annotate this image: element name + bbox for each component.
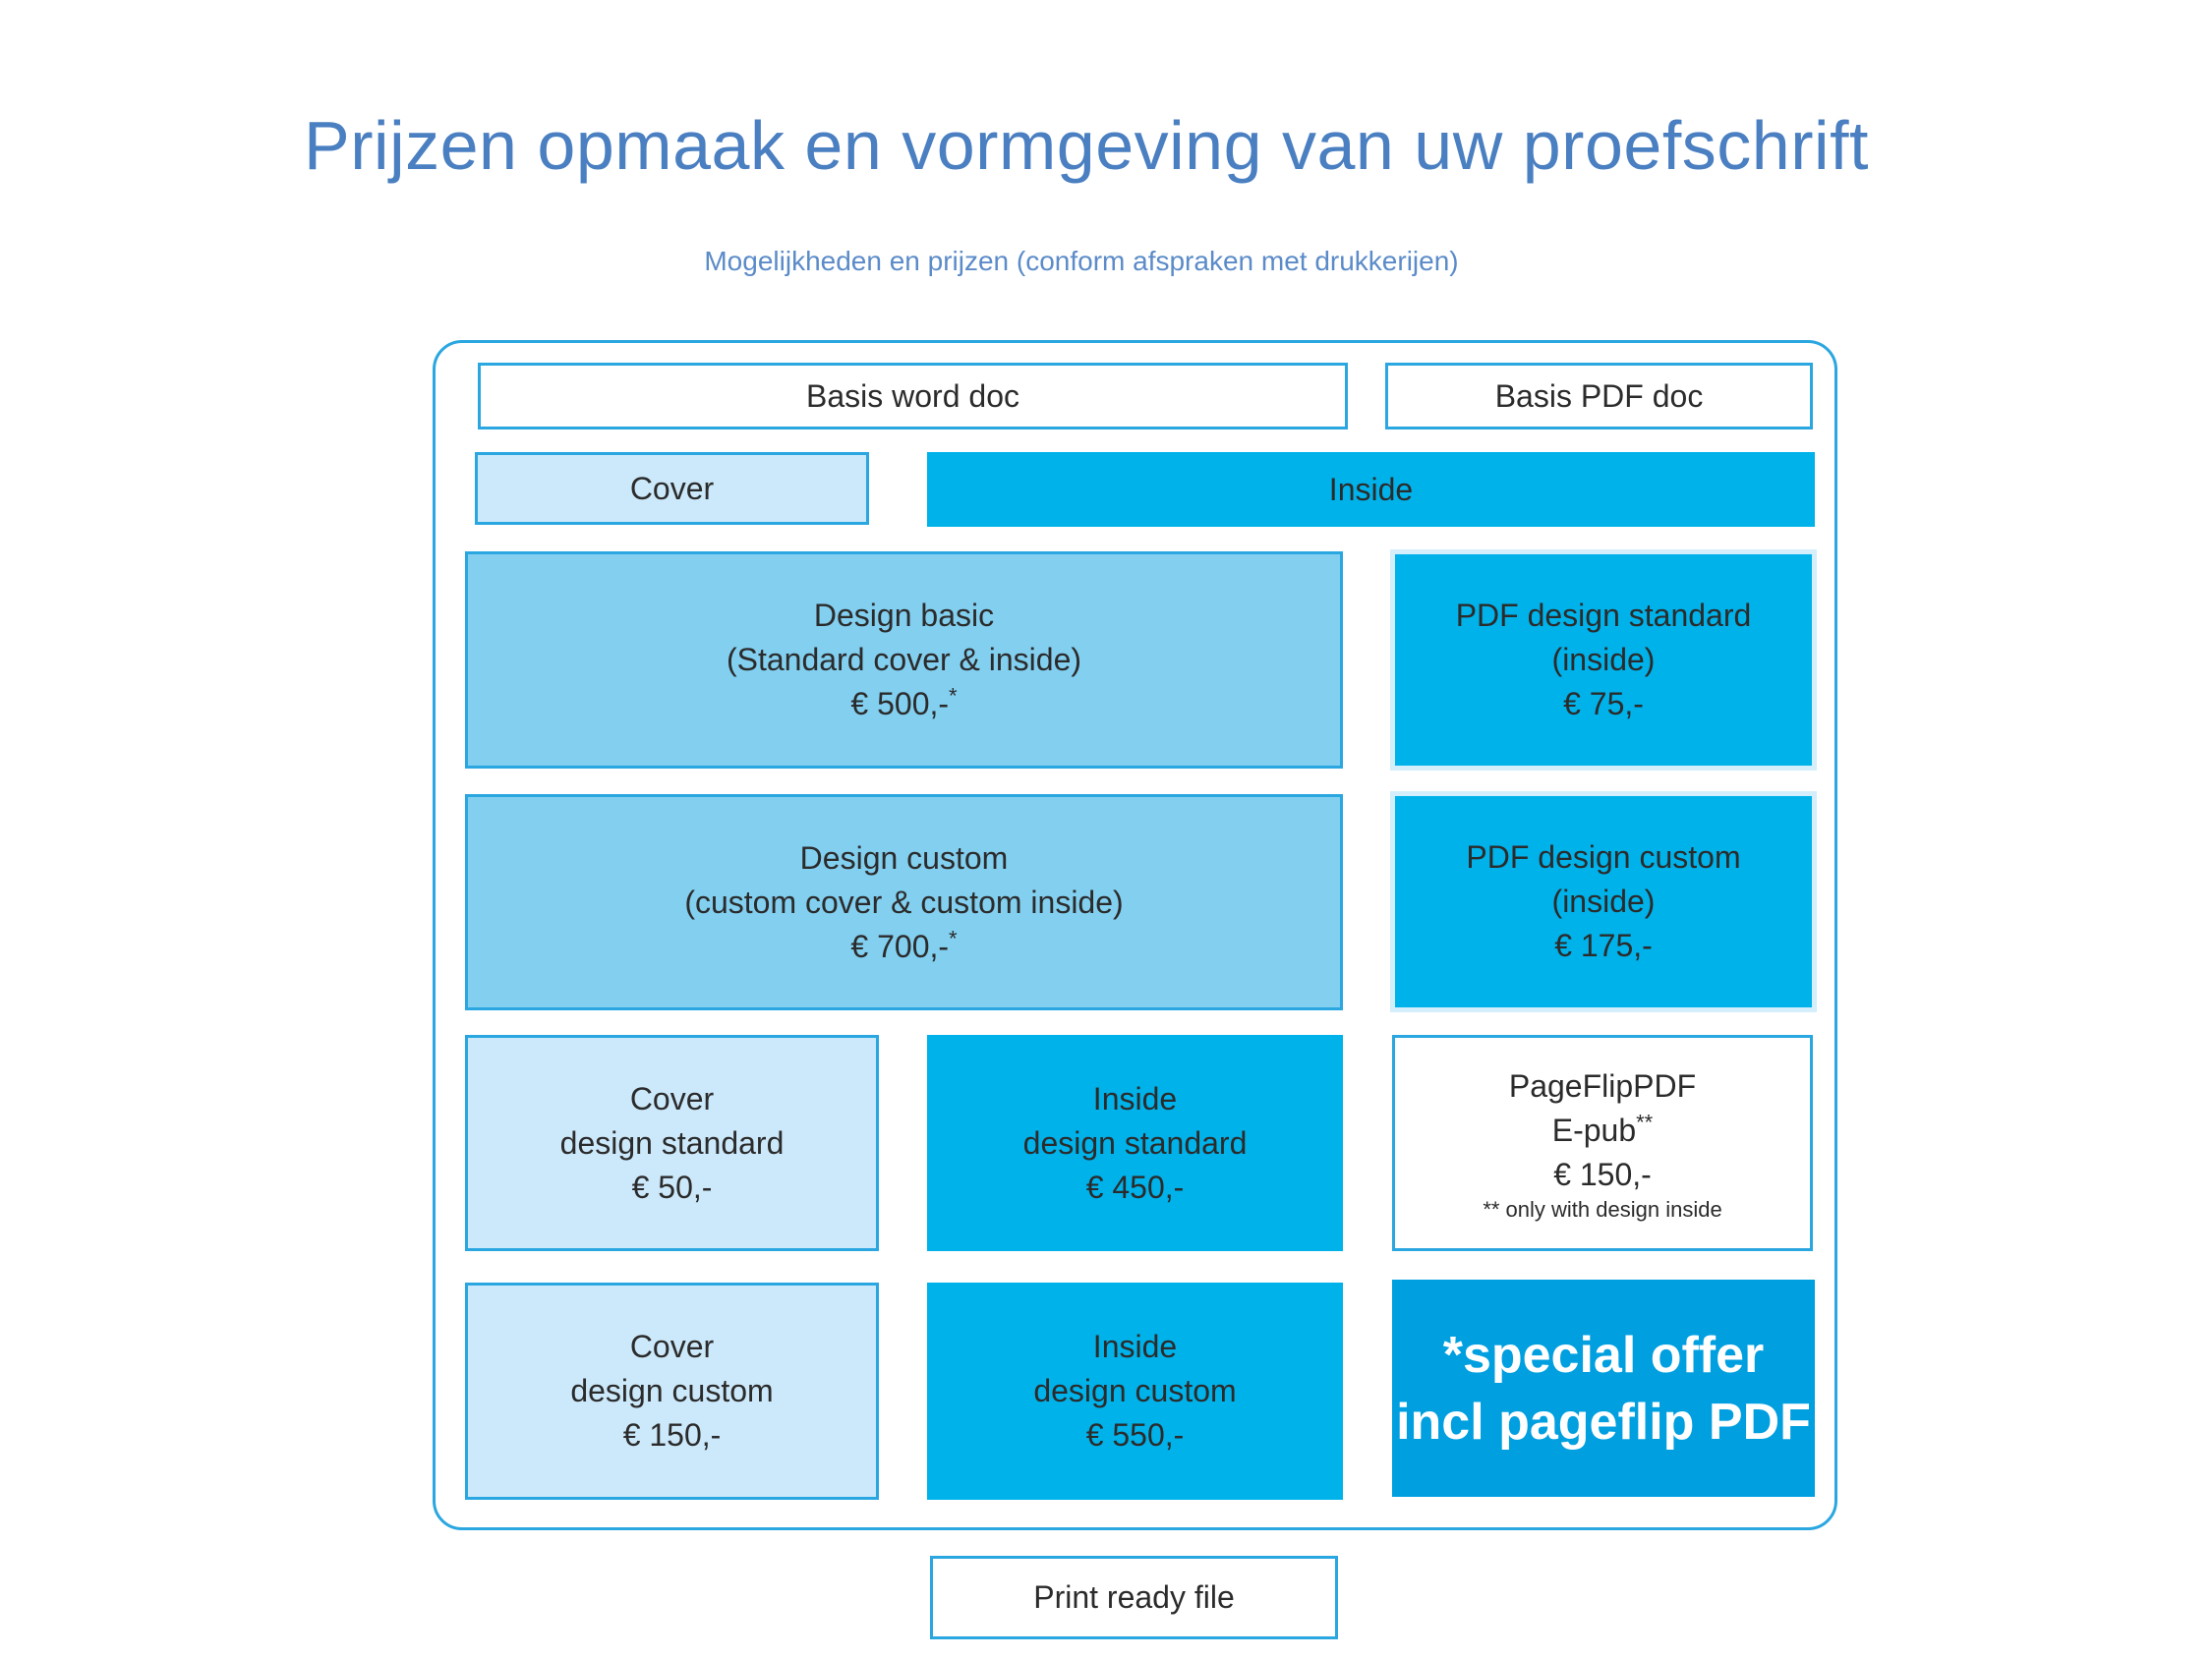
option-price-line: € 500,-* <box>850 682 957 726</box>
option-detail: (inside) <box>1551 642 1656 677</box>
header-inside: Inside <box>927 452 1815 527</box>
option-cover-design-standard: Cover design standard € 50,- <box>465 1035 879 1251</box>
option-price: € 75,- <box>1563 686 1644 721</box>
option-price: € 550,- <box>1085 1417 1185 1453</box>
option-detail: design standard <box>559 1124 785 1161</box>
pricing-frame <box>433 340 1837 1530</box>
option-design-basic: Design basic (Standard cover & inside) €… <box>465 551 1343 769</box>
option-cover-design-custom: Cover design custom € 150,- <box>465 1283 879 1500</box>
option-price-line: € 700,-* <box>850 925 957 969</box>
header-label: Cover <box>629 470 715 506</box>
option-inside-design-custom: Inside design custom € 550,- <box>927 1283 1343 1500</box>
special-offer-line: *special offer <box>1442 1326 1765 1384</box>
header-cover: Cover <box>475 452 869 525</box>
special-offer-banner: *special offer incl pageflip PDF <box>1392 1280 1815 1497</box>
option-name: Cover <box>629 1080 715 1116</box>
option-name: Design basic <box>813 598 995 633</box>
footnote-text: ** only with design inside <box>1483 1196 1722 1222</box>
option-design-custom: Design custom (custom cover & custom ins… <box>465 794 1343 1010</box>
page-subtitle: Mogelijkheden en prijzen (conform afspra… <box>704 246 1459 276</box>
option-detail-line: E-pub** <box>1552 1109 1654 1153</box>
header-label: Basis PDF doc <box>1494 377 1704 414</box>
option-detail: E-pub <box>1551 1112 1637 1148</box>
option-price: € 150,- <box>1553 1156 1652 1192</box>
header-label: Basis word doc <box>806 377 1019 414</box>
footnote-mark: * <box>949 683 958 709</box>
option-detail: design custom <box>1033 1373 1237 1408</box>
option-name: PageFlipPDF <box>1508 1067 1697 1104</box>
option-name: Inside <box>1092 1080 1178 1116</box>
page-title: Prijzen opmaak en vormgeving van uw proe… <box>304 107 1869 184</box>
option-detail: (inside) <box>1551 884 1656 919</box>
option-name: Inside <box>1092 1329 1178 1364</box>
footnote-mark: * <box>949 925 958 950</box>
option-name: PDF design custom <box>1466 839 1741 875</box>
option-pdf-design-custom: PDF design custom (inside) € 175,- <box>1395 796 1812 1007</box>
option-detail: (Standard cover & inside) <box>726 642 1082 677</box>
option-name: Design custom <box>799 839 1009 876</box>
option-name: Cover <box>629 1329 715 1364</box>
special-offer-line: incl pageflip PDF <box>1396 1393 1811 1451</box>
print-ready-label: Print ready file <box>1033 1579 1235 1615</box>
option-detail: design standard <box>1022 1124 1248 1161</box>
print-ready-file: Print ready file <box>930 1556 1338 1639</box>
option-price: € 500,- <box>850 686 950 721</box>
option-price: € 150,- <box>622 1417 722 1453</box>
footnote-mark: ** <box>1636 1109 1654 1134</box>
option-detail: (custom cover & custom inside) <box>684 884 1124 920</box>
option-price: € 175,- <box>1554 928 1653 963</box>
header-label: Inside <box>1328 471 1414 507</box>
option-price: € 450,- <box>1085 1169 1185 1205</box>
option-detail: design custom <box>570 1373 774 1408</box>
option-price: € 50,- <box>631 1169 713 1205</box>
option-pdf-design-standard: PDF design standard (inside) € 75,- <box>1395 554 1812 766</box>
header-basis-word-doc: Basis word doc <box>478 363 1348 429</box>
option-inside-design-standard: Inside design standard € 450,- <box>927 1035 1343 1251</box>
header-basis-pdf-doc: Basis PDF doc <box>1385 363 1813 429</box>
option-name: PDF design standard <box>1455 598 1752 633</box>
option-pageflip-epub: PageFlipPDF E-pub** € 150,- ** only with… <box>1392 1035 1813 1251</box>
option-price: € 700,- <box>850 928 950 964</box>
